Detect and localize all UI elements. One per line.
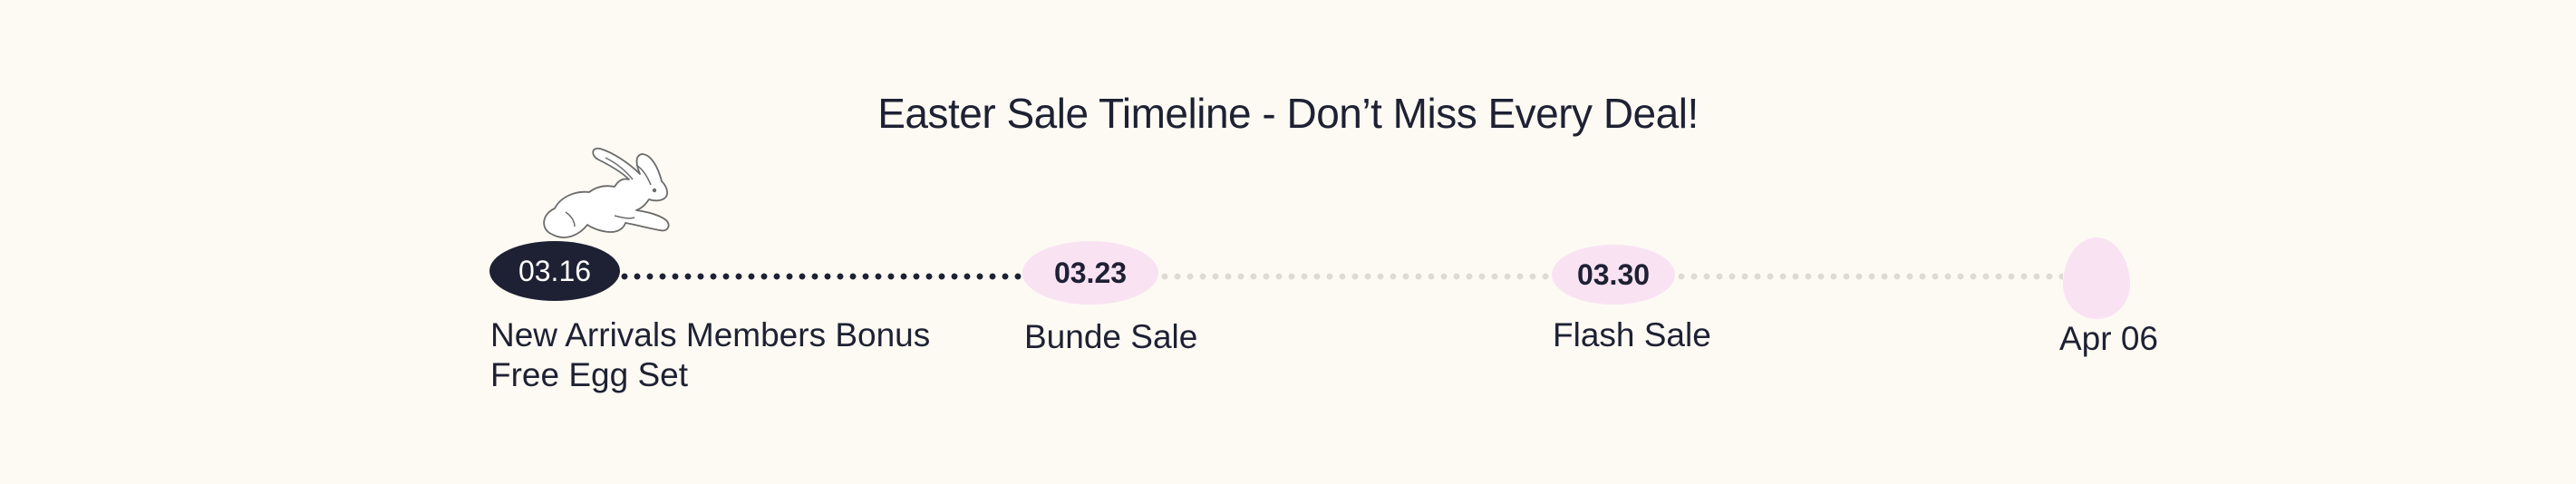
- milestone-label: Bunde Sale: [1024, 318, 1198, 355]
- milestone-date-badge[interactable]: 03.23: [1022, 241, 1158, 305]
- milestone-label: Flash Sale: [1553, 316, 1711, 353]
- bunny-icon: [543, 147, 670, 238]
- connector-upcoming-1: [1158, 273, 1552, 280]
- milestone-label-line: Free Egg Set: [490, 356, 689, 393]
- milestone-date-badge[interactable]: 03.16: [489, 241, 620, 301]
- milestone-label-line: New Arrivals Members Bonus: [490, 316, 931, 353]
- egg-icon[interactable]: [2063, 237, 2130, 319]
- connector-upcoming-2: [1675, 273, 2063, 280]
- milestone-label: Apr 06: [2059, 320, 2159, 357]
- connector-completed: [618, 273, 1022, 280]
- timeline-title: Easter Sale Timeline - Don’t Miss Every …: [877, 90, 1699, 137]
- milestone-date-badge[interactable]: 03.30: [1552, 245, 1675, 305]
- milestone-label: New Arrivals Members Bonus Free Egg Set: [490, 315, 930, 395]
